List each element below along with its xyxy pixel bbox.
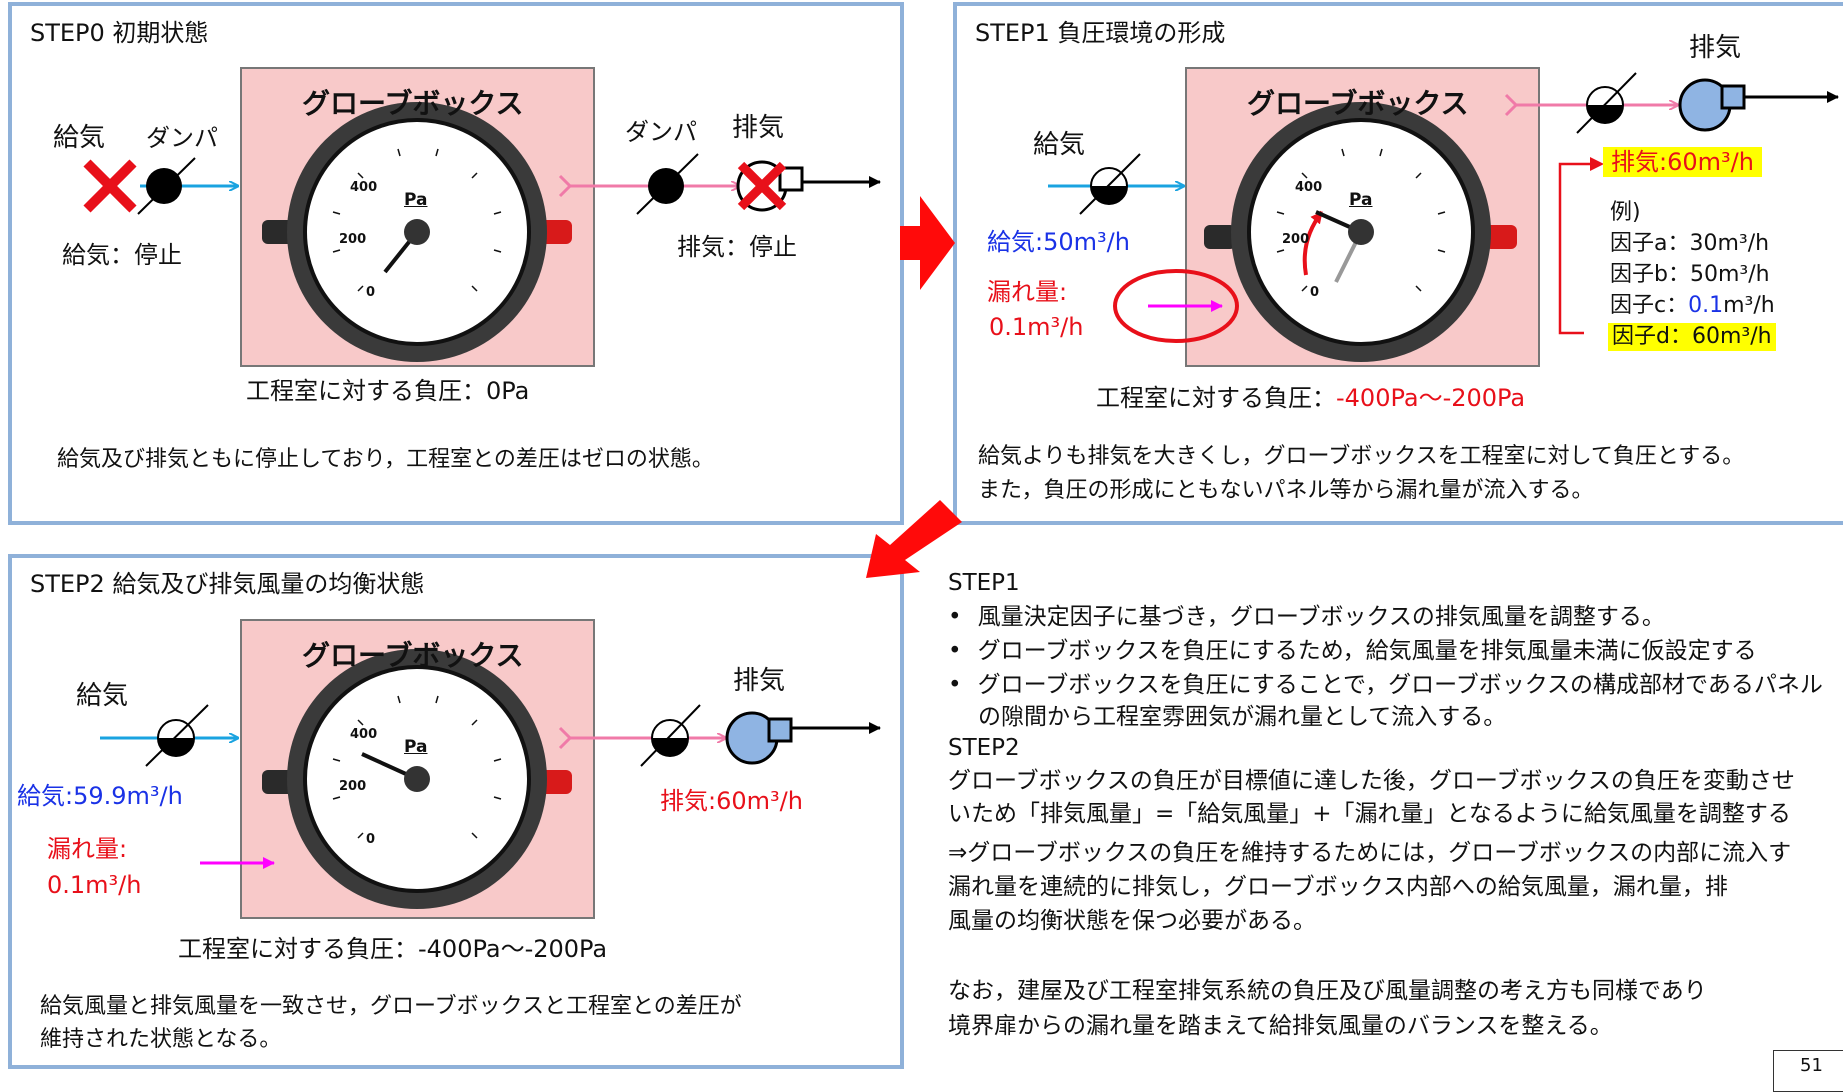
step1-description-1: 給気よりも排気を大きくし，グローブボックスを工程室に対して負圧とする。 xyxy=(978,444,1745,469)
step0-title: STEP0 初期状態 xyxy=(30,19,209,47)
step1-gauge-tick-400: 400 xyxy=(1295,180,1323,195)
step2-description-2: 維持された状態となる。 xyxy=(40,1027,282,1052)
step1-factor-bracket xyxy=(1558,157,1604,335)
notes-step2-heading: STEP2 xyxy=(948,735,1020,761)
explanation-notes: STEP1 •風量決定因子に基づき，グローブボックスの排気風量を調整する。 •グ… xyxy=(948,566,1843,1069)
step1-description-2: また，負圧の形成にともないパネル等から漏れ量が流入する。 xyxy=(978,478,1594,503)
step1-gauge-unit: Pa xyxy=(1349,190,1373,210)
step0-box-label: グローブボックス xyxy=(302,87,524,120)
step0-exhaust-status: 排気：停止 xyxy=(677,233,797,261)
step1-factor-c: 因子c：0.1m³/h xyxy=(1610,293,1775,318)
step2-supply-flow: 給気:59.9m³/h xyxy=(17,782,183,810)
step1-gauge-tick-0: 0 xyxy=(1310,285,1320,300)
step0-pressure-text: 工程室に対する負圧：0Pa xyxy=(246,377,530,405)
step2-description-1: 給気風量と排気風量を一致させ，グローブボックスと工程室との差圧が xyxy=(40,994,742,1019)
notes-bullet-3-cont: の隙間から工程室雰囲気が漏れ量として流入する。 xyxy=(978,704,1507,730)
flow-arrow-down-left xyxy=(866,500,962,578)
step1-factor-b: 因子b：50m³/h xyxy=(1610,262,1770,287)
step1-leak-value: 0.1m³/h xyxy=(989,313,1084,341)
step1-pressure-text: 工程室に対する負圧：-400Pa～-200Pa xyxy=(1096,384,1526,412)
page-number: 51 xyxy=(1800,1055,1823,1076)
diagram-graphics xyxy=(83,67,1839,919)
step0-gauge-tick-400: 400 xyxy=(350,180,378,195)
step1-supply-line xyxy=(1048,153,1184,215)
step0-gauge-tick-200: 200 xyxy=(339,232,367,247)
notes-arrow-line3: 風量の均衡状態を保つ必要がある。 xyxy=(948,908,1316,934)
notes-final-line2: 境界扉からの漏れ量を踏まえて給排気風量のバランスを整える。 xyxy=(948,1013,1613,1039)
step2-box-label: グローブボックス xyxy=(302,639,524,672)
step2-gauge-tick-400: 400 xyxy=(350,727,378,742)
step1-factor-d: 因子d：60m³/h xyxy=(1608,323,1776,351)
notes-final-line1: なお，建屋及び工程室排気系統の負圧及び風量調整の考え方も同様であり xyxy=(948,978,1707,1004)
notes-bullet-3: •グローブボックスを負圧にすることで，グローブボックスの構成部材であるパネル xyxy=(948,672,1823,698)
notes-bullet-1: •風量決定因子に基づき，グローブボックスの排気風量を調整する。 xyxy=(948,604,1665,630)
step1-gauge-tick-200: 200 xyxy=(1282,232,1310,247)
step1-exhaust-line xyxy=(1504,72,1839,134)
step2-exhaust-label: 排気 xyxy=(733,666,786,696)
step0-exhaust-line xyxy=(558,153,881,215)
step2-glovebox xyxy=(240,619,595,919)
step2-gauge-unit: Pa xyxy=(404,737,428,757)
step2-exhaust-line xyxy=(558,704,881,767)
step2-supply-line xyxy=(100,704,238,767)
step1-leak xyxy=(1113,269,1239,343)
step1-supply-flow: 給気:50m³/h xyxy=(987,228,1130,256)
notes-bullet-2: •グローブボックスを負圧にするため，給気風量を排気風量未満に仮設定する xyxy=(948,638,1757,664)
step1-exhaust-flow: 排気:60m³/h xyxy=(1603,147,1762,177)
step1-supply-label: 給気 xyxy=(1033,130,1086,160)
step0-glovebox xyxy=(240,67,595,367)
step0-supply-line xyxy=(83,157,238,215)
notes-step2-line1: グローブボックスの負圧が目標値に達した後，グローブボックスの負圧を変動させ xyxy=(948,768,1795,794)
step2-pressure-text: 工程室に対する負圧：-400Pa～-200Pa xyxy=(178,935,608,963)
notes-step2-line2: いため「排気風量」=「給気風量」+「漏れ量」となるように給気風量を調整する xyxy=(948,801,1791,827)
step0-damper-left-label: ダンパ xyxy=(146,124,218,152)
step0-description: 給気及び排気ともに停止しており，工程室との差圧はゼロの状態。 xyxy=(57,447,714,472)
step1-glovebox xyxy=(1185,67,1540,367)
step0-gauge-unit: Pa xyxy=(404,190,428,210)
step2-gauge-tick-0: 0 xyxy=(366,832,376,847)
step0-damper-right-label: ダンパ xyxy=(625,118,697,146)
step1-factor-a: 因子a：30m³/h xyxy=(1610,231,1770,256)
step2-supply-label: 給気 xyxy=(76,681,129,711)
notes-step1-heading: STEP1 xyxy=(948,570,1020,596)
step0-supply-status: 給気：停止 xyxy=(62,241,182,269)
step2-leak-label: 漏れ量: xyxy=(47,835,128,863)
step2-gauge-tick-200: 200 xyxy=(339,779,367,794)
page-number-box: 51 xyxy=(1773,1050,1843,1092)
step0-supply-label: 給気 xyxy=(53,123,106,153)
step0-gauge-tick-0: 0 xyxy=(366,285,376,300)
flow-arrow-right xyxy=(900,196,955,290)
step1-title: STEP1 負圧環境の形成 xyxy=(975,19,1226,47)
step1-box-label: グローブボックス xyxy=(1247,87,1469,120)
step1-exhaust-label: 排気 xyxy=(1689,33,1742,63)
step2-leak-value: 0.1m³/h xyxy=(47,871,142,899)
notes-arrow-line1: ⇒グローブボックスの負圧を維持するためには，グローブボックスの内部に流入す xyxy=(948,840,1792,866)
step1-leak-label: 漏れ量: xyxy=(987,278,1068,306)
step2-title: STEP2 給気及び排気風量の均衡状態 xyxy=(30,570,425,598)
step1-example-label: 例) xyxy=(1610,200,1641,225)
step0-exhaust-label: 排気 xyxy=(732,113,785,143)
notes-arrow-line2: 漏れ量を連続的に排気し，グローブボックス内部への給気風量，漏れ量，排 xyxy=(948,874,1728,900)
step2-exhaust-flow: 排気:60m³/h xyxy=(660,787,803,815)
